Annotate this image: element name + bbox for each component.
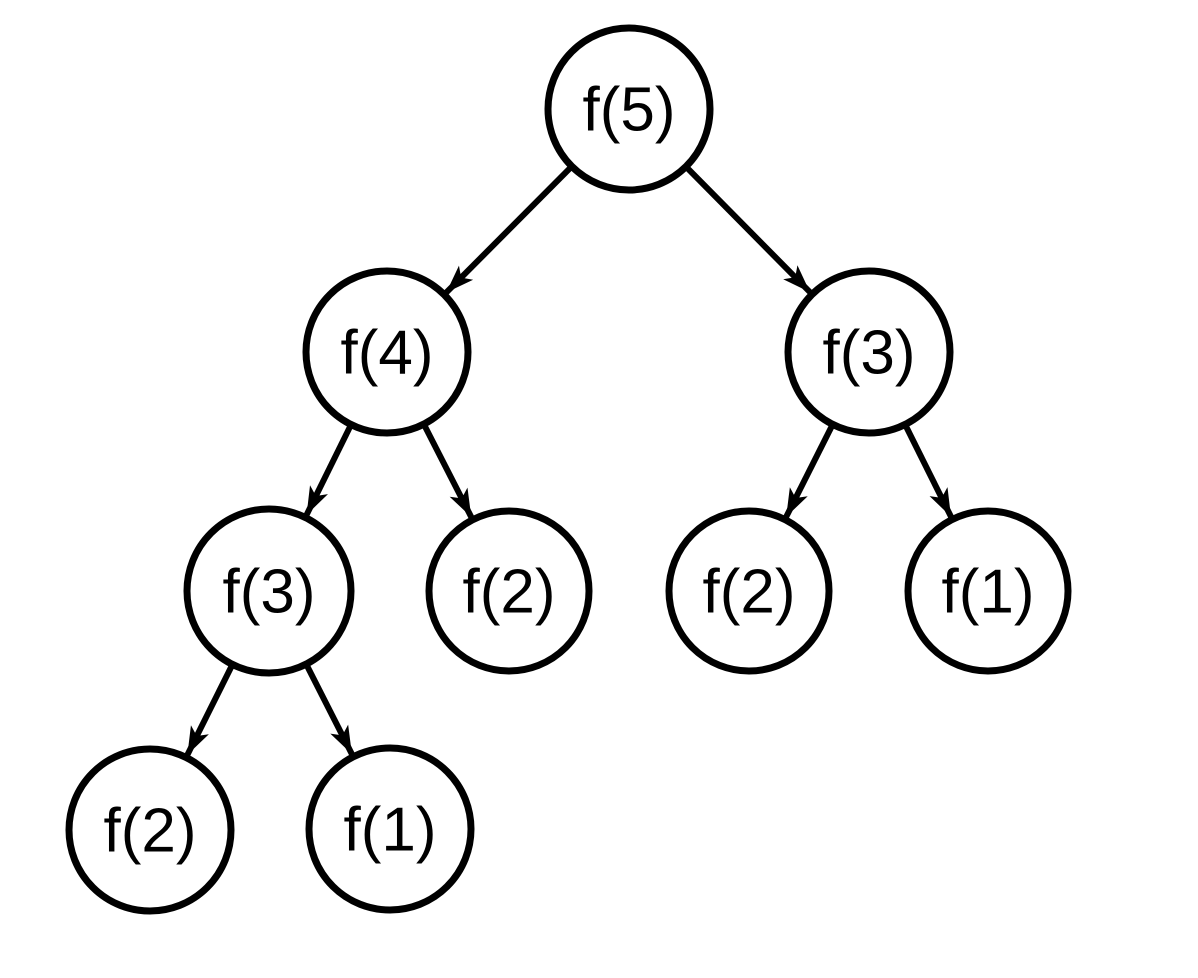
node-label-f2c: f(2): [104, 797, 197, 866]
node-circle-f2b: [665, 507, 833, 675]
tree-node-f5: f(5): [544, 24, 714, 194]
node-label-f1a: f(1): [942, 558, 1035, 627]
node-circle-f1b: [305, 744, 475, 914]
edge-f5-f4: [444, 164, 574, 295]
tree-node-f2b: f(2): [665, 507, 833, 675]
node-label-f2a: f(2): [463, 558, 556, 627]
node-circle-f2c: [65, 745, 235, 915]
tree-node-f2a: f(2): [425, 507, 593, 675]
tree-node-f1a: f(1): [904, 507, 1072, 675]
tree-node-f3r: f(3): [784, 267, 954, 437]
node-circle-f3l: [183, 505, 355, 677]
node-circle-f5: [544, 24, 714, 194]
edge-f3l-f2c: [184, 663, 236, 757]
tree-node-f3l: f(3): [183, 505, 355, 677]
tree-node-f2c: f(2): [65, 745, 235, 915]
edge-f3r-f2b: [783, 423, 836, 519]
edge-f3r-f1a: [902, 423, 954, 519]
edge-f4-f2a: [421, 422, 474, 519]
node-label-f3r: f(3): [823, 319, 916, 388]
node-label-f1b: f(1): [344, 796, 437, 865]
node-circle-f4: [302, 267, 472, 437]
node-circle-f3r: [784, 267, 954, 437]
node-label-f5: f(5): [583, 76, 676, 145]
node-circle-f2a: [425, 507, 593, 675]
node-label-f4: f(4): [341, 319, 434, 388]
node-label-f3l: f(3): [223, 558, 316, 627]
tree-node-f1b: f(1): [305, 744, 475, 914]
edge-f4-f3l: [303, 423, 354, 517]
edge-f3l-f1b: [303, 662, 355, 756]
tree-node-f4: f(4): [302, 267, 472, 437]
node-circle-f1a: [904, 507, 1072, 675]
node-label-f2b: f(2): [703, 558, 796, 627]
edge-f5-f3r: [683, 164, 813, 295]
